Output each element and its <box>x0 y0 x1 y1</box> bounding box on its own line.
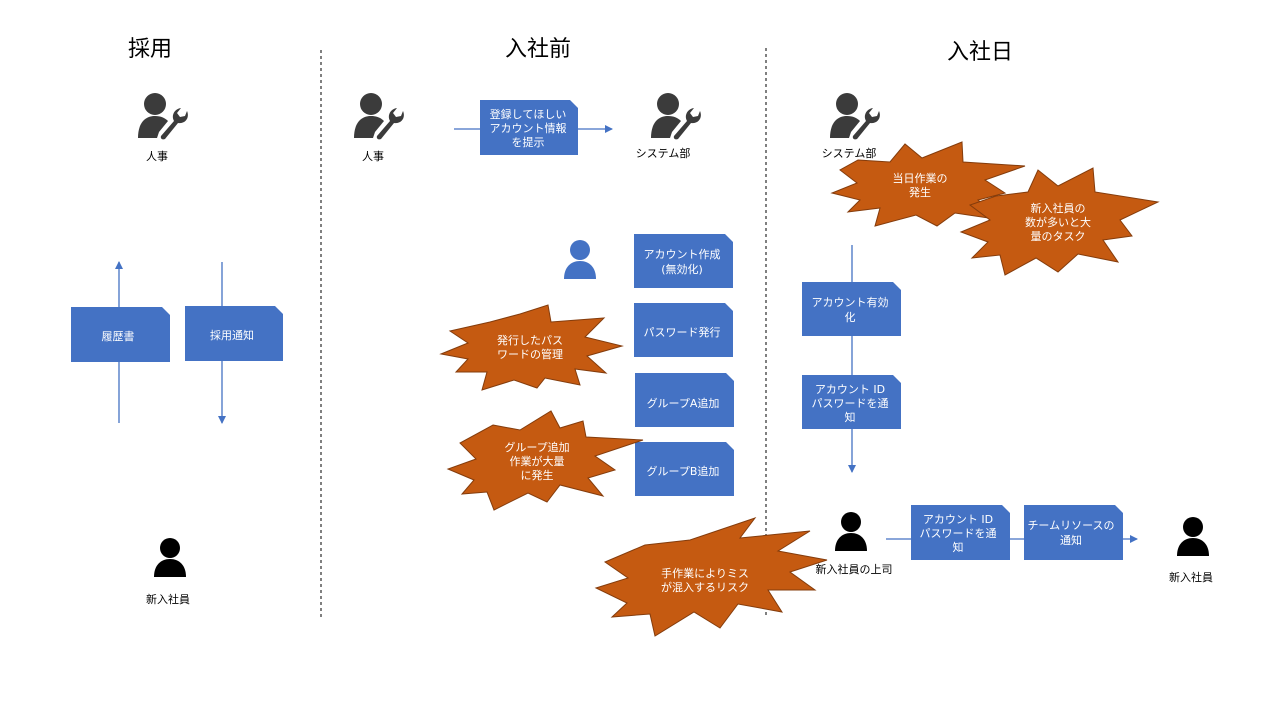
issue-group-add-volume: グループ追加 作業が大量 に発生 <box>446 410 644 511</box>
account-create-line-1: アカウント作成 <box>644 248 721 261</box>
notify-id-password-line-3: 知 <box>845 410 856 424</box>
issue-manual-error-risk-line-1: 手作業によりミス <box>661 566 749 580</box>
issue-manual-error-risk-line-2: が混入するリスク <box>661 580 749 594</box>
person-wrench-icon <box>830 93 880 140</box>
group-b-add-document: グループB追加 <box>635 442 734 496</box>
issue-many-hires-tasks-line-3: 量のタスク <box>1031 230 1086 243</box>
team-resource-notice-document: チームリソースの 通知 <box>1024 505 1123 560</box>
notify-id-password-manager-document: アカウント ID パスワードを通 知 <box>911 505 1010 560</box>
issue-group-add-volume-line-3: に発生 <box>521 468 554 482</box>
issue-group-add-volume-line-1: グループ追加 <box>504 440 569 454</box>
person-wrench-icon <box>354 93 404 140</box>
group-a-add-document: グループA追加 <box>635 373 734 427</box>
notify-id-password-document: アカウント ID パスワードを通 知 <box>802 375 901 429</box>
account-enable-line-1: アカウント有効 <box>812 295 889 309</box>
account-info-request-line-3: を提示 <box>512 136 545 149</box>
team-resource-notice-line-1: チームリソースの <box>1027 519 1114 532</box>
resume-label: 履歴書 <box>102 329 135 343</box>
issue-many-hires-tasks: 新入社員の 数が多いと大 量のタスク <box>959 167 1160 276</box>
hire-notice-document: 採用通知 <box>185 306 283 361</box>
actor-new-employee-label: 新入社員 <box>146 592 190 606</box>
person-icon <box>154 538 186 577</box>
actor-manager-label: 新入社員の上司 <box>816 562 893 576</box>
account-create-line-2: (無効化) <box>661 262 703 276</box>
notify-id-password-line-1: アカウント ID <box>815 383 885 396</box>
account-info-request-line-2: アカウント情報 <box>490 122 567 135</box>
group-b-add-label: グループB追加 <box>647 464 720 478</box>
issue-password-management-line-1: 発行したパス <box>497 333 563 347</box>
actor-hr-label: 人事 <box>146 150 168 163</box>
issue-manual-error-risk: 手作業によりミス が混入するリスク <box>594 517 828 637</box>
account-enable-document: アカウント有効 化 <box>802 282 901 336</box>
notify-id-password-manager-line-3: 知 <box>953 540 964 554</box>
issue-password-management: 発行したパス ワードの管理 <box>439 304 624 391</box>
account-enable-line-2: 化 <box>845 310 856 324</box>
section-title-recruit: 採用 <box>128 37 172 62</box>
actor-hr-pre-label: 人事 <box>362 150 384 163</box>
password-issue-document: パスワード発行 <box>634 303 733 357</box>
issue-password-management-line-2: ワードの管理 <box>497 347 563 361</box>
issue-many-hires-tasks-line-1: 新入社員の <box>1031 201 1086 215</box>
section-title-join-day: 入社日 <box>947 40 1013 65</box>
notify-id-password-manager-line-2: パスワードを通 <box>920 527 997 540</box>
person-icon <box>835 512 867 551</box>
actor-system-dept-label: システム部 <box>636 146 691 160</box>
issue-same-day-work-line-2: 発生 <box>909 185 931 199</box>
hire-notice-label: 採用通知 <box>210 328 254 342</box>
issue-same-day-work-line-1: 当日作業の <box>893 171 948 185</box>
account-create-document: アカウント作成 (無効化) <box>634 234 733 288</box>
actor-system-dept-day-label: システム部 <box>822 146 877 160</box>
person-icon <box>564 240 596 279</box>
person-icon <box>1177 517 1209 556</box>
issue-many-hires-tasks-line-2: 数が多いと大 <box>1025 215 1091 229</box>
actor-new-employee-day-label: 新入社員 <box>1169 570 1213 584</box>
account-info-request-document: 登録してほしい アカウント情報 を提示 <box>480 100 578 155</box>
team-resource-notice-line-2: 通知 <box>1060 533 1082 547</box>
person-wrench-icon <box>651 93 701 140</box>
group-a-add-label: グループA追加 <box>647 396 720 410</box>
section-title-pre-join: 入社前 <box>505 37 571 62</box>
resume-document: 履歴書 <box>71 307 170 362</box>
password-issue-label: パスワード発行 <box>644 325 721 339</box>
notify-id-password-manager-line-1: アカウント ID <box>923 513 993 526</box>
account-info-request-line-1: 登録してほしい <box>490 107 567 121</box>
person-wrench-icon <box>138 93 188 140</box>
issue-group-add-volume-line-2: 作業が大量 <box>510 454 565 468</box>
notify-id-password-line-2: パスワードを通 <box>812 397 889 410</box>
